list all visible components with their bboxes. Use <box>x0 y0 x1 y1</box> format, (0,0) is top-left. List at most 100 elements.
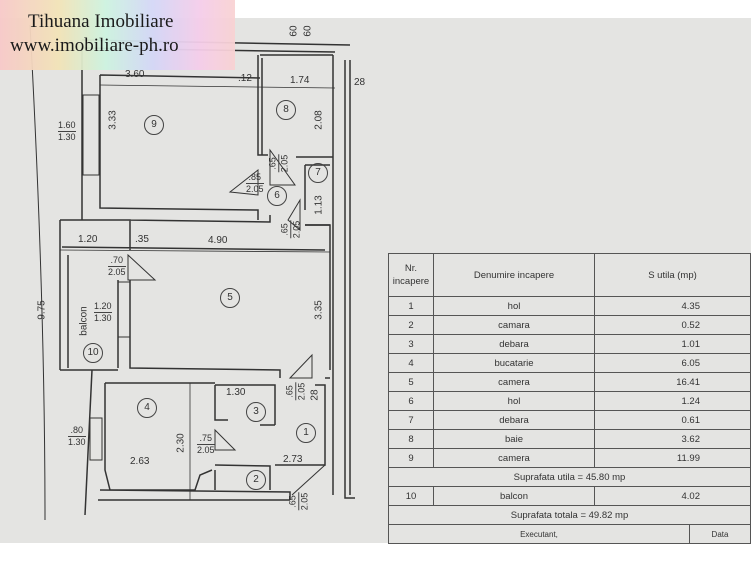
cell-nr: 7 <box>388 410 434 430</box>
header-area: S utila (mp) <box>594 253 751 297</box>
date-cell: Data <box>689 524 751 544</box>
room-number-7: 7 <box>308 163 328 183</box>
cell-nr: 10 <box>388 486 434 506</box>
dim-label: 2.30 <box>175 433 187 453</box>
cell-nr: 4 <box>388 353 434 373</box>
cell-name: baie <box>433 429 595 449</box>
cell-nr: 1 <box>388 296 434 316</box>
door-swings <box>127 148 326 496</box>
cell-nr: 3 <box>388 334 434 354</box>
cell-area: 3.62 <box>594 429 751 449</box>
useful-area-total: Suprafata utila = 45.80 mp <box>388 467 751 487</box>
window-5 <box>117 281 131 338</box>
window-4 <box>89 417 103 461</box>
room-number-3: 3 <box>246 402 266 422</box>
cell-name: debara <box>433 410 595 430</box>
dim-label: 2.73 <box>283 454 303 465</box>
dim-label: 1.13 <box>313 195 325 215</box>
room-5-walls <box>117 280 281 378</box>
room-number-8: 8 <box>276 100 296 120</box>
cell-name: balcon <box>433 486 595 506</box>
outer-wall-right <box>332 55 355 499</box>
cell-area: 0.52 <box>594 315 751 335</box>
room-number-2: 2 <box>246 470 266 490</box>
cell-name: camara <box>433 315 595 335</box>
room-number-5: 5 <box>220 288 240 308</box>
watermark: Tihuana Imobiliare www.imobiliare-ph.ro <box>0 0 235 70</box>
total-area: Suprafata totala = 49.82 mp <box>388 505 751 525</box>
dim-label: 9.75 <box>36 300 48 320</box>
cell-area: 6.05 <box>594 353 751 373</box>
signature-row: Executant,Data <box>388 524 751 544</box>
header-name: Denumire incapere <box>433 253 595 297</box>
cell-nr: 6 <box>388 391 434 411</box>
room-number-10: 10 <box>83 343 103 363</box>
balcony-label: balcon <box>78 306 90 336</box>
dim-label: 4.90 <box>208 235 228 246</box>
table-header: Nr. incapere Denumire incapere S utila (… <box>388 253 751 297</box>
outer-contour <box>29 24 46 521</box>
dim-line-corridor <box>59 249 331 253</box>
dim-label: 3.35 <box>313 300 325 320</box>
watermark-agency: Tihuana Imobiliare <box>28 11 174 32</box>
cell-nr: 5 <box>388 372 434 392</box>
cell-area: 16.41 <box>594 372 751 392</box>
executant-cell: Executant, <box>388 524 690 544</box>
balcony-walls <box>60 255 118 371</box>
room-1-walls <box>275 377 330 466</box>
dim-label: 1.74 <box>290 75 310 86</box>
dim-label: 2.08 <box>313 110 325 130</box>
dim-label: .35 <box>135 234 149 245</box>
dim-label: 2.63 <box>130 456 150 467</box>
cell-name: bucatarie <box>433 353 595 373</box>
cell-name: debara <box>433 334 595 354</box>
useful-area-row: Suprafata utila = 45.80 mp <box>388 467 751 487</box>
dim-label: 1.30 <box>226 387 246 398</box>
dim-label: 1.20 <box>78 234 98 245</box>
header-nr: Nr. incapere <box>388 253 434 297</box>
total-area-row: Suprafata totala = 49.82 mp <box>388 505 751 525</box>
dim-label: 28 <box>309 389 321 401</box>
watermark-url: www.imobiliare-ph.ro <box>10 35 179 56</box>
cell-area: 1.01 <box>594 334 751 354</box>
dim-label: 3.33 <box>107 110 119 130</box>
room-number-6: 6 <box>267 186 287 206</box>
cell-nr: 8 <box>388 429 434 449</box>
cell-nr: 9 <box>388 448 434 468</box>
cell-name: hol <box>433 296 595 316</box>
room-number-9: 9 <box>144 115 164 135</box>
window-9 <box>82 94 100 176</box>
cell-area: 0.61 <box>594 410 751 430</box>
cell-area: 4.35 <box>594 296 751 316</box>
corridor-walls <box>59 215 331 370</box>
dim-label: 3.60 <box>125 69 145 80</box>
cell-nr: 2 <box>388 315 434 335</box>
cell-area: 1.24 <box>594 391 751 411</box>
dim-label: 28 <box>354 77 366 88</box>
room-2-walls <box>214 464 271 490</box>
cell-area: 4.02 <box>594 486 751 506</box>
room-9-walls <box>81 48 261 220</box>
dim-label: .12 <box>238 73 252 84</box>
cell-area: 11.99 <box>594 448 751 468</box>
room-3-walls <box>214 384 276 426</box>
dim-label: 60 <box>288 25 300 37</box>
cell-name: camera <box>433 372 595 392</box>
